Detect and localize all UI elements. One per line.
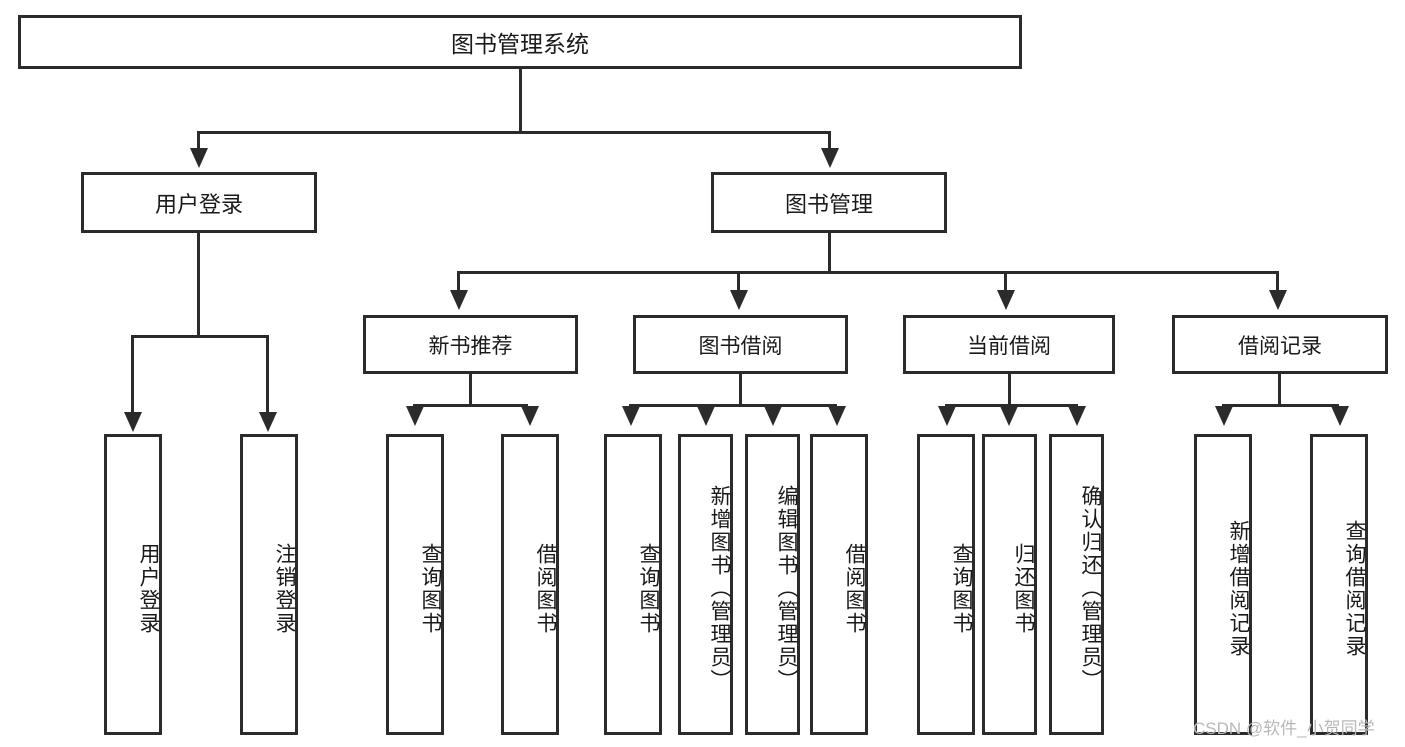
connector-user-login-drop-1: [131, 335, 134, 415]
connector-user-login-stem: [197, 233, 200, 335]
arrow-current-borrow-leaf-3: [1068, 406, 1086, 426]
leaf-label: 借阅图书: [534, 542, 557, 635]
leaf-book-borrow-add[interactable]: 新增图书（管理员）: [678, 434, 733, 735]
arrow-borrow-record-leaf-1: [1215, 406, 1233, 426]
leaf-new-book-borrow[interactable]: 借阅图书: [501, 434, 559, 735]
connector-user-login-drop-2: [266, 335, 269, 415]
leaf-user-login-login[interactable]: 用户登录: [104, 434, 162, 735]
connector-current-borrow-bar: [945, 404, 1078, 407]
node-label: 用户登录: [154, 191, 243, 217]
leaf-current-borrow-query[interactable]: 查询图书: [917, 434, 975, 735]
arrow-to-current-borrow: [997, 290, 1015, 310]
leaf-label: 用户登录: [137, 542, 160, 635]
node-label: 图书借阅: [698, 334, 783, 358]
connector-borrow-record-stem: [1278, 374, 1281, 405]
node-label: 图书管理系统: [451, 31, 589, 57]
leaf-label: 归还图书: [1012, 542, 1035, 635]
leaf-book-borrow-edit[interactable]: 编辑图书（管理员）: [745, 434, 800, 735]
leaf-label: 新增借阅记录: [1227, 519, 1250, 658]
connector-book-manage-drop-4: [1276, 271, 1279, 293]
connector-new-book-stem: [469, 374, 472, 405]
leaf-label: 借阅图书: [843, 542, 866, 635]
connector-book-borrow-bar: [629, 404, 837, 407]
arrow-root-to-user-login: [190, 148, 208, 168]
leaf-borrow-record-query[interactable]: 查询借阅记录: [1310, 434, 1368, 735]
arrow-to-book-borrow: [730, 290, 748, 310]
arrow-new-book-leaf-1: [406, 406, 424, 426]
node-book-borrow[interactable]: 图书借阅: [633, 315, 848, 374]
arrow-user-login-leaf-2: [259, 412, 277, 432]
leaf-user-login-logout[interactable]: 注销登录: [240, 434, 298, 735]
connector-book-manage-drop-2: [737, 271, 740, 293]
arrow-user-login-leaf-1: [124, 412, 142, 432]
leaf-borrow-record-add[interactable]: 新增借阅记录: [1194, 434, 1252, 735]
arrow-book-borrow-leaf-3: [764, 406, 782, 426]
leaf-label: 查询图书: [637, 542, 660, 635]
arrow-book-borrow-leaf-2: [697, 406, 715, 426]
arrow-borrow-record-leaf-2: [1331, 406, 1349, 426]
arrow-current-borrow-leaf-2: [1000, 406, 1018, 426]
leaf-label: 确认归还（管理员）: [1079, 485, 1102, 692]
connector-book-manage-bar: [457, 271, 1279, 274]
connector-root-to-book-manage: [828, 131, 831, 151]
connector-root-bar: [197, 131, 831, 134]
leaf-label: 注销登录: [273, 542, 296, 635]
arrow-current-borrow-leaf-1: [938, 406, 956, 426]
leaf-label: 编辑图书（管理员）: [775, 485, 798, 692]
connector-root-stem: [519, 69, 522, 131]
leaf-current-borrow-confirm-return[interactable]: 确认归还（管理员）: [1049, 434, 1104, 735]
connector-book-manage-stem: [828, 233, 831, 273]
leaf-label: 查询图书: [950, 542, 973, 635]
connector-current-borrow-stem: [1008, 374, 1011, 405]
node-label: 图书管理: [784, 191, 873, 217]
arrow-new-book-leaf-2: [521, 406, 539, 426]
arrow-to-new-book-recommend: [450, 290, 468, 310]
node-borrow-record[interactable]: 借阅记录: [1172, 315, 1388, 374]
connector-book-borrow-stem: [739, 374, 742, 405]
leaf-new-book-query[interactable]: 查询图书: [386, 434, 444, 735]
connector-book-manage-drop-3: [1004, 271, 1007, 293]
leaf-book-borrow-borrow[interactable]: 借阅图书: [810, 434, 868, 735]
leaf-label: 查询图书: [419, 542, 442, 635]
node-label: 新书推荐: [428, 334, 513, 358]
arrow-to-borrow-record: [1269, 290, 1287, 310]
connector-user-login-bar: [131, 335, 266, 338]
leaf-label: 查询借阅记录: [1343, 519, 1366, 658]
node-user-login[interactable]: 用户登录: [81, 172, 317, 233]
leaf-book-borrow-query[interactable]: 查询图书: [604, 434, 662, 735]
node-label: 借阅记录: [1238, 334, 1322, 358]
connector-book-manage-drop-1: [457, 271, 460, 293]
arrow-root-to-book-manage: [821, 148, 839, 168]
leaf-label: 新增图书（管理员）: [708, 485, 731, 692]
connector-new-book-bar: [413, 404, 528, 407]
node-label: 当前借阅: [967, 334, 1051, 358]
node-root-system[interactable]: 图书管理系统: [18, 15, 1022, 69]
node-new-book-recommend[interactable]: 新书推荐: [363, 315, 578, 374]
node-book-management[interactable]: 图书管理: [711, 172, 947, 233]
arrow-book-borrow-leaf-4: [828, 406, 846, 426]
leaf-current-borrow-return[interactable]: 归还图书: [982, 434, 1037, 735]
arrow-book-borrow-leaf-1: [622, 406, 640, 426]
node-current-borrow[interactable]: 当前借阅: [903, 315, 1115, 374]
connector-root-to-user-login: [197, 131, 200, 151]
connector-borrow-record-bar: [1222, 404, 1339, 407]
